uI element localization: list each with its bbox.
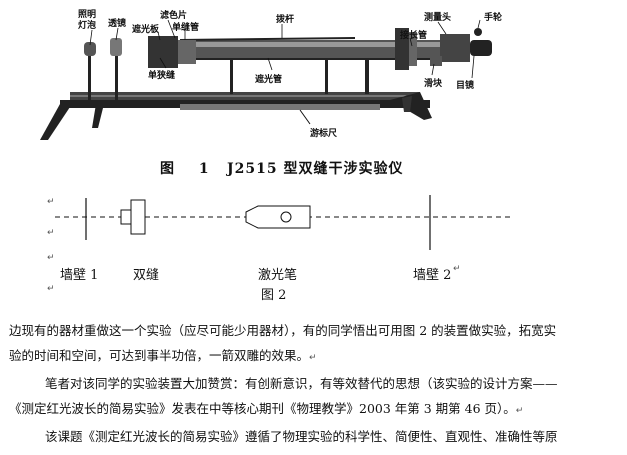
label-extension-tube: 接长管	[400, 31, 428, 41]
apparatus-drawing	[40, 19, 492, 140]
label-handwheel: 手轮	[484, 13, 503, 23]
figure-1-number: 图 1	[160, 161, 219, 177]
paragraph-mark: ↵	[47, 253, 55, 263]
label-double-slit: 双缝	[133, 268, 160, 283]
schematic-drawing	[55, 195, 512, 250]
laser-pen-shape	[245, 205, 311, 229]
label-stick: 拨杆	[276, 15, 295, 25]
label-single-slit: 单狭缝	[148, 71, 176, 81]
double-slit-plate	[130, 199, 146, 235]
label-vernier: 游标尺	[310, 129, 338, 139]
paragraph-1-line-2: 验的时间和空间，可达到事半功倍，一箭双雕的效果。↵	[9, 348, 317, 363]
label-wall-1: 墙壁 1	[60, 268, 99, 283]
double-slit-holder	[120, 209, 132, 225]
figure-1: 照明 灯泡 透镜 滤色片 遮光板 单缝管 单狭缝 拨杆 遮光管 接长管 测量头 …	[0, 0, 627, 190]
figure-1-title: J2515 型双缝干涉实验仪	[227, 161, 404, 177]
paragraph-2-line-1: 笔者对该同学的实验装置大加赞赏：有创新意识，有等效替代的思想（该实验的设计方案—…	[45, 376, 558, 391]
paragraph-3-line-1: 该课题《测定红光波长的简易实验》遵循了物理实验的科学性、简便性、直观性、准确性等…	[45, 429, 558, 444]
label-wall-2: 墙壁 2	[413, 268, 452, 283]
label-shade-plate: 遮光板	[132, 25, 160, 35]
paragraph-mark: ↵	[453, 264, 461, 274]
label-filter: 滤色片	[160, 11, 188, 21]
figure-2: 墙壁 1 双缝 激光笔 墙壁 2 图 2	[0, 190, 627, 310]
body-text: 边现有的器材重做这一个实验（应尽可能少用器材），有的同学悟出可用图 2 的装置做…	[9, 318, 621, 449]
label-slider: 滑块	[424, 79, 443, 89]
label-measuring-head: 测量头	[424, 13, 452, 23]
label-lens: 透镜	[108, 19, 127, 29]
figure-2-caption: 图 2	[261, 288, 287, 303]
label-laser-pen: 激光笔	[258, 268, 298, 283]
paragraph-mark: ↵	[47, 197, 55, 207]
label-lamp: 照明 灯泡	[78, 10, 97, 31]
label-single-slit-tube: 单缝管	[172, 23, 200, 33]
paragraph-mark: ↵	[47, 228, 55, 238]
paragraph-2-line-2: 《测定红光波长的简易实验》发表在中等核心期刊《物理教学》2003 年第 3 期第…	[9, 401, 524, 416]
label-eyepiece: 目镜	[456, 81, 475, 91]
paragraph-mark: ↵	[47, 284, 55, 294]
label-shade-tube: 遮光管	[255, 75, 283, 85]
laser-button	[280, 211, 292, 223]
paragraph-1-line-1: 边现有的器材重做这一个实验（应尽可能少用器材），有的同学悟出可用图 2 的装置做…	[9, 323, 557, 338]
